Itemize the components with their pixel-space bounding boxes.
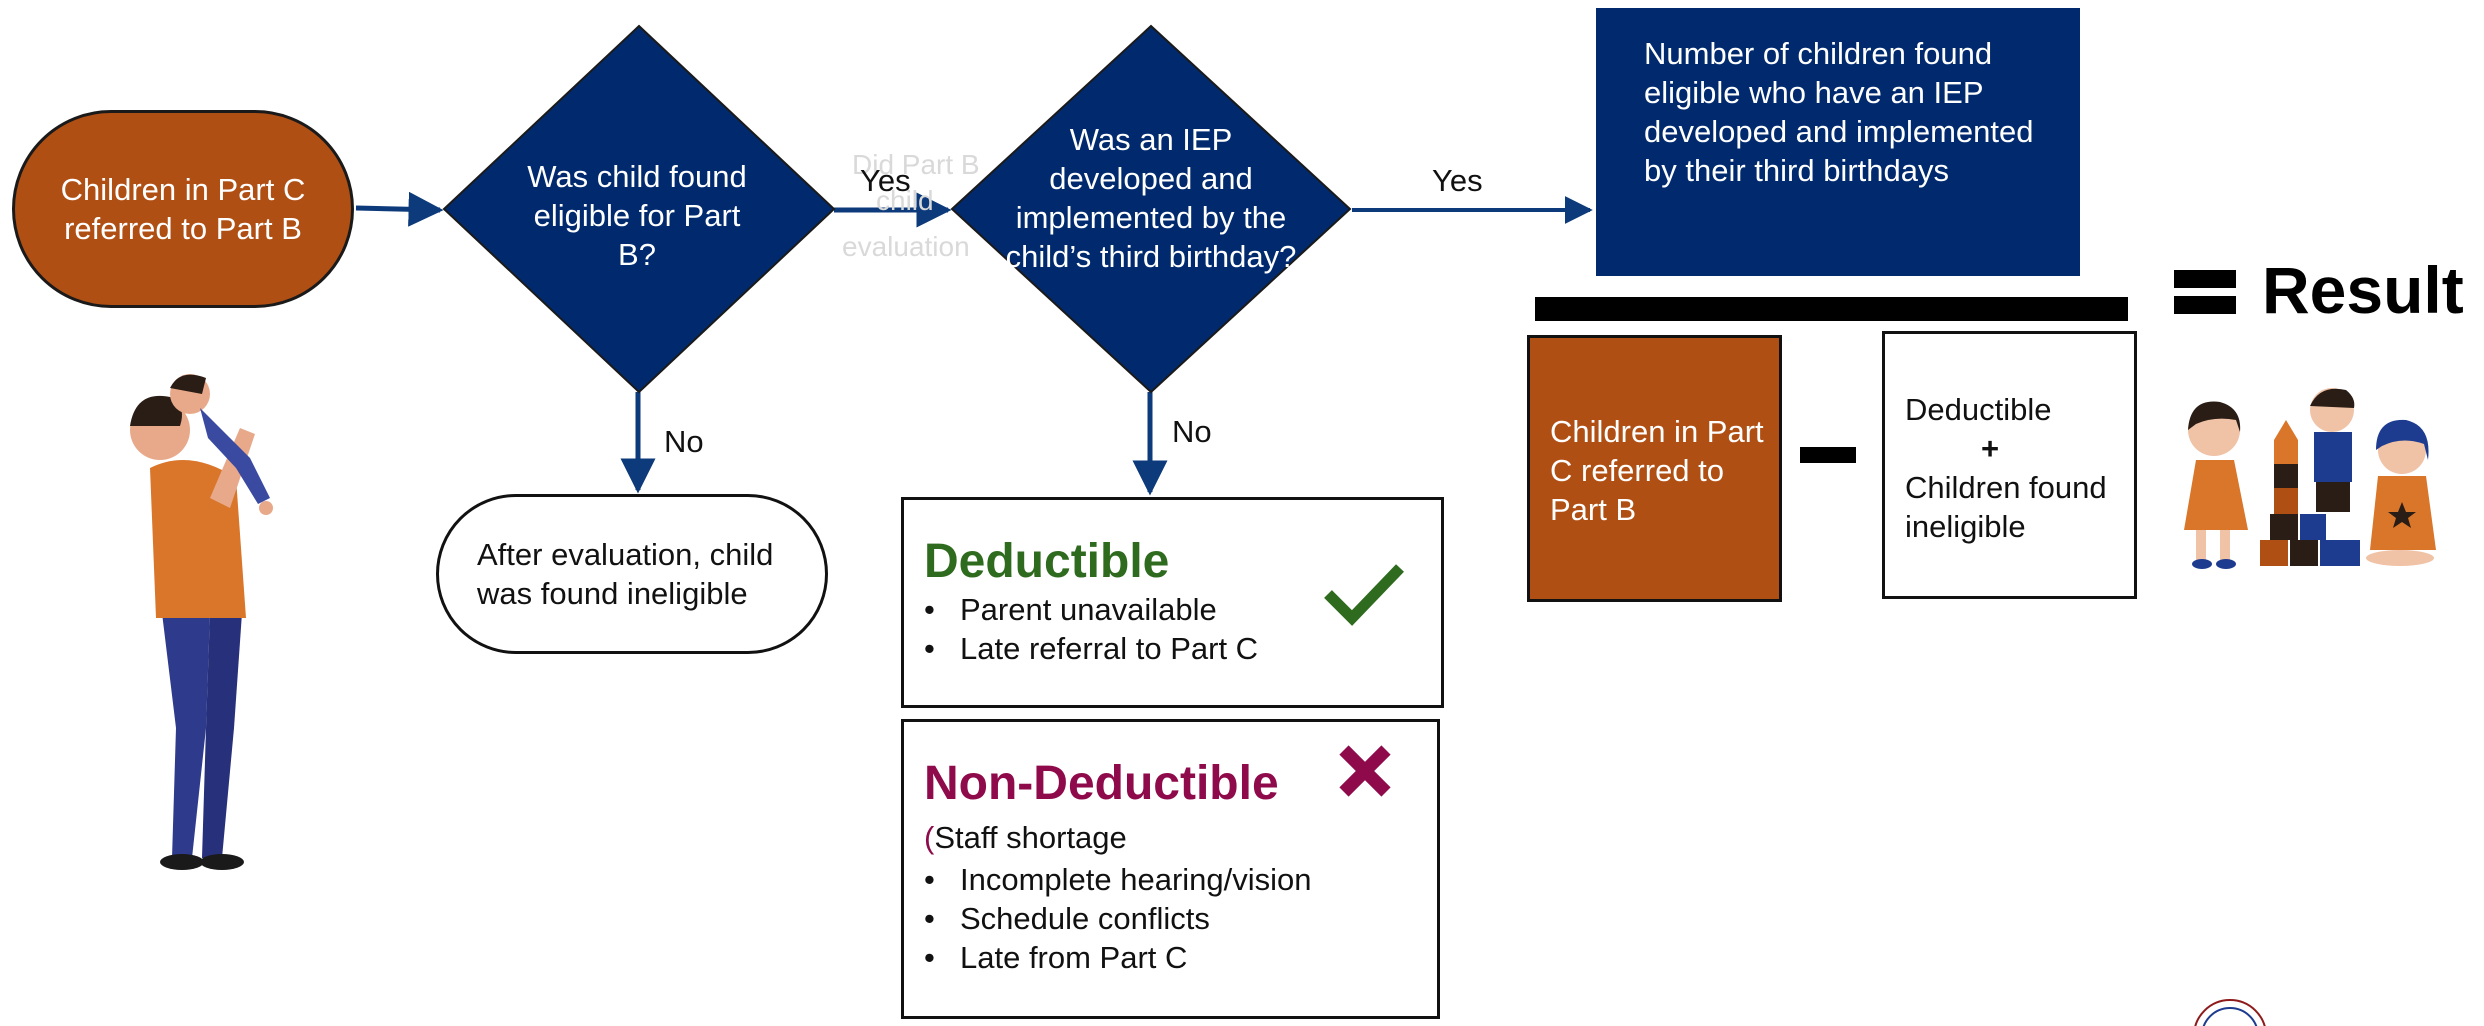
lead-mark: ( (924, 820, 935, 855)
denominator-left-box: Children in Part C referred to Part B (1527, 335, 1782, 602)
deductible-item: Late referral to Part C (924, 629, 1258, 668)
denominator-right-box: Deductible + Children found ineligible (1882, 331, 2137, 599)
seal-logo (2194, 999, 2266, 1026)
ghost-text-1: Did Part B (852, 149, 980, 180)
denominator-left-text: Children in Part C referred to Part B (1550, 414, 1764, 527)
decision-eligible-text: Was child found eligible for Part B? (527, 159, 747, 272)
deductible-list: Parent unavailable Late referral to Part… (924, 590, 1258, 668)
ghost-text-2: child (876, 185, 934, 216)
non-deductible-item: Incomplete hearing/vision (924, 860, 1312, 899)
edge-label-no-2: No (1172, 414, 1212, 449)
edge-label-yes-2: Yes (1432, 163, 1483, 198)
plus-sign: + (1981, 431, 2000, 466)
denominator-right-line1: Deductible (1905, 392, 2052, 427)
start-node: Children in Part C referred to Part B (12, 110, 354, 308)
non-deductible-box: Non-Deductible (Staff shortage Incomplet… (901, 719, 1440, 1019)
denominator-right-line2: Children found ineligible (1905, 470, 2107, 544)
deductible-box: Deductible Parent unavailable Late refer… (901, 497, 1444, 708)
edge-label-no-1: No (664, 424, 704, 459)
numerator-box: Number of children found eligible who ha… (1596, 8, 2080, 276)
ineligible-node: After evaluation, child was found inelig… (436, 494, 828, 654)
decision-eligible-shape (442, 24, 836, 394)
parent-child-illustration (130, 374, 273, 870)
deductible-item: Parent unavailable (924, 590, 1258, 629)
result-label: Result (2262, 253, 2464, 327)
non-deductible-lead-text: Staff shortage (934, 820, 1127, 855)
check-icon (1324, 564, 1404, 626)
deductible-title: Deductible (924, 535, 1170, 588)
ghost-text-3: evaluation (842, 231, 970, 262)
decision-iep-shape (950, 24, 1352, 394)
x-mark-icon (1339, 745, 1391, 797)
non-deductible-item: Late from Part C (924, 938, 1312, 977)
minus-sign (1800, 447, 1856, 463)
ineligible-node-text: After evaluation, child was found inelig… (477, 537, 774, 611)
equals-bar-bottom (2174, 296, 2236, 314)
equals-bar-top (2174, 270, 2236, 288)
numerator-text: Number of children found eligible who ha… (1644, 36, 2034, 188)
fraction-bar (1535, 297, 2128, 321)
non-deductible-list: Incomplete hearing/vision Schedule confl… (924, 860, 1312, 977)
arrow-start-to-eligible (355, 191, 444, 227)
kids-blocks-illustration (2184, 388, 2436, 569)
non-deductible-title: Non-Deductible (924, 757, 1279, 810)
decision-iep-text: Was an IEP developed and implemented by … (1005, 122, 1297, 274)
edge-label-yes-1: Yes (860, 163, 911, 198)
start-node-text: Children in Part C referred to Part B (60, 172, 306, 246)
non-deductible-item: Schedule conflicts (924, 899, 1312, 938)
non-deductible-lead: (Staff shortage (924, 818, 1127, 857)
